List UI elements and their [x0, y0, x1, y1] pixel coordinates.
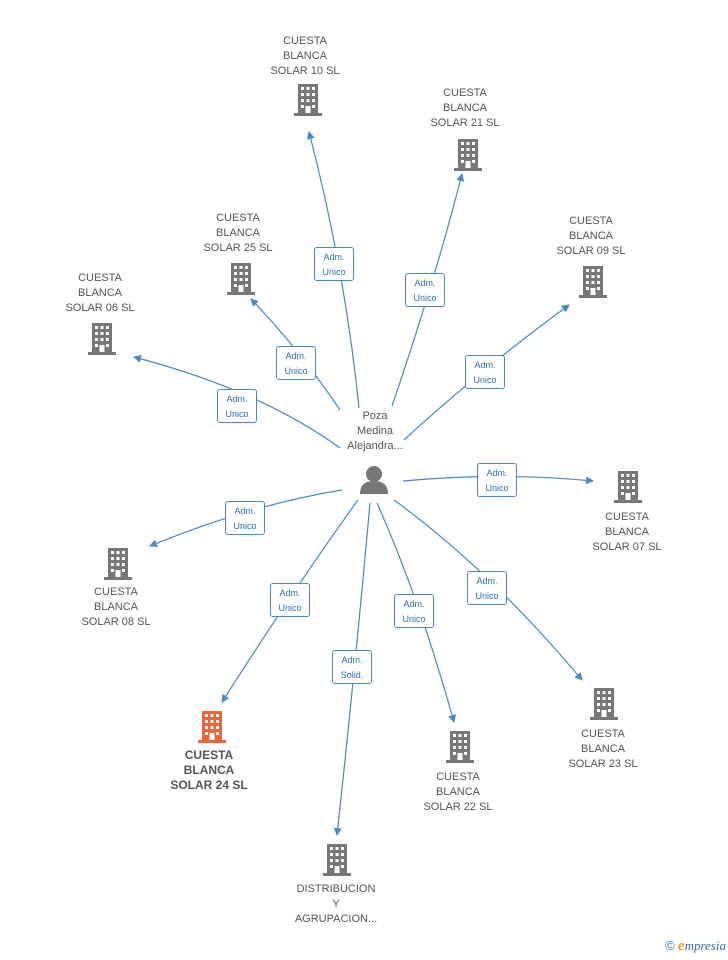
building-icon[interactable] — [454, 139, 482, 171]
relation-text: Adm. — [279, 588, 301, 598]
relation-text: Adm. — [476, 576, 498, 586]
relation-text: Adm. — [403, 599, 425, 609]
company-name-line: SOLAR 07 SL — [592, 541, 662, 553]
person-icon[interactable] — [360, 466, 388, 494]
company-label-solar25[interactable]: CUESTA BLANCA SOLAR 25 SL — [173, 211, 303, 256]
relation-text: Adm. — [486, 468, 508, 478]
company-label-solar10[interactable]: CUESTA BLANCA SOLAR 10 SL — [240, 34, 370, 79]
relation-badge-solar21[interactable]: Adm. Unico — [405, 273, 445, 307]
relation-text: Unico — [233, 521, 257, 531]
relation-text: Unico — [413, 293, 437, 303]
company-label-solar08[interactable]: CUESTA BLANCA SOLAR 08 SL — [51, 585, 181, 630]
relation-text: Adm. — [323, 252, 345, 262]
center-name-line: Poza — [362, 410, 388, 422]
company-name-line: CUESTA — [78, 272, 122, 284]
company-name-line: CUESTA — [436, 771, 480, 783]
company-name-line: CUESTA — [216, 212, 260, 224]
relation-text: Adm. — [474, 360, 496, 370]
company-name-line: BLANCA — [183, 763, 235, 777]
center-name-line: Medina — [356, 425, 394, 437]
company-name-line: SOLAR 06 SL — [65, 302, 135, 314]
company-name-line: CUESTA — [605, 511, 649, 523]
relation-text: Unico — [473, 375, 497, 385]
center-name-line: Alejandra... — [347, 440, 403, 452]
building-icon[interactable] — [104, 548, 132, 580]
relation-badge-distribucion[interactable]: Adm. Solid. — [332, 650, 372, 684]
relation-text: Adm. — [285, 351, 307, 361]
company-name-line: BLANCA — [435, 786, 481, 798]
building-icon[interactable] — [446, 731, 474, 763]
relation-badge-solar10[interactable]: Adm. Unico — [314, 247, 354, 281]
building-icon[interactable] — [198, 711, 226, 743]
relation-text: Unico — [322, 267, 346, 277]
relation-badge-solar25[interactable]: Adm. Unico — [276, 346, 316, 380]
relation-badge-solar22[interactable]: Adm. Unico — [394, 594, 434, 628]
relation-text: Unico — [402, 614, 426, 624]
company-name-line: SOLAR 09 SL — [556, 245, 626, 257]
building-icon[interactable] — [88, 323, 116, 355]
building-icon[interactable] — [579, 266, 607, 298]
company-name-line: BLANCA — [215, 227, 261, 239]
relation-badge-solar07[interactable]: Adm. Unico — [477, 463, 517, 497]
company-name-line: BLANCA — [568, 230, 614, 242]
relation-text: Adm. — [226, 394, 248, 404]
company-name-line: BLANCA — [77, 287, 123, 299]
company-name-line: BLANCA — [442, 102, 488, 114]
company-name-line: DISTRIBUCION — [296, 883, 376, 895]
relation-badge-solar24[interactable]: Adm. Unico — [270, 583, 310, 617]
company-name-line: SOLAR 23 SL — [568, 758, 638, 770]
relation-text: Unico — [485, 483, 509, 493]
company-label-solar06[interactable]: CUESTA BLANCA SOLAR 06 SL — [35, 271, 165, 316]
building-icon[interactable] — [323, 844, 351, 876]
company-name-line: SOLAR 21 SL — [430, 117, 500, 129]
company-label-solar09[interactable]: CUESTA BLANCA SOLAR 09 SL — [526, 214, 656, 259]
company-name-line: Y — [332, 898, 340, 910]
company-label-solar23[interactable]: CUESTA BLANCA SOLAR 23 SL — [538, 727, 668, 772]
company-name-line: CUESTA — [283, 35, 327, 47]
relation-text: Adm. — [234, 506, 256, 516]
relation-badge-solar09[interactable]: Adm. Unico — [465, 355, 505, 389]
company-name-line: BLANCA — [580, 743, 626, 755]
relation-text: Adm. — [341, 655, 363, 665]
building-icon[interactable] — [590, 688, 618, 720]
company-name-line: SOLAR 10 SL — [270, 65, 340, 77]
company-name-line: CUESTA — [443, 87, 487, 99]
company-name-line: CUESTA — [569, 215, 613, 227]
brand-logo-initial: e — [677, 938, 685, 954]
building-icon[interactable] — [294, 84, 322, 116]
footer-brand[interactable]: © empresia — [665, 938, 726, 955]
relation-text: Solid. — [340, 670, 364, 680]
center-person-label[interactable]: Poza Medina Alejandra... — [320, 409, 430, 454]
company-name-line: SOLAR 22 SL — [423, 801, 493, 813]
company-name-line: SOLAR 24 SL — [170, 778, 248, 792]
relation-text: Unico — [225, 409, 249, 419]
copyright-icon: © — [665, 938, 675, 953]
company-name-line: CUESTA — [94, 586, 138, 598]
relation-text: Adm. — [414, 278, 436, 288]
relation-badge-solar08[interactable]: Adm. Unico — [225, 501, 265, 535]
company-name-line: SOLAR 25 SL — [203, 242, 273, 254]
company-label-solar22[interactable]: CUESTA BLANCA SOLAR 22 SL — [393, 770, 523, 815]
company-name-line: BLANCA — [604, 526, 650, 538]
company-label-solar07[interactable]: CUESTA BLANCA SOLAR 07 SL — [562, 510, 692, 555]
company-name-line: AGRUPACION... — [294, 913, 378, 925]
building-icon[interactable] — [614, 471, 642, 503]
company-name-line: BLANCA — [282, 50, 328, 62]
company-name-line: CUESTA — [581, 728, 625, 740]
company-name-line: SOLAR 08 SL — [81, 616, 151, 628]
relation-text: Unico — [284, 366, 308, 376]
company-label-distribucion[interactable]: DISTRIBUCION Y AGRUPACION... — [271, 882, 401, 927]
brand-logo-text: mpresia — [684, 938, 726, 953]
relation-badge-solar06[interactable]: Adm. Unico — [217, 389, 257, 423]
relation-text: Unico — [278, 603, 302, 613]
relation-text: Unico — [475, 591, 499, 601]
relation-badge-solar23[interactable]: Adm. Unico — [467, 571, 507, 605]
company-label-solar21[interactable]: CUESTA BLANCA SOLAR 21 SL — [400, 86, 530, 131]
company-name-line: CUESTA — [184, 748, 234, 762]
company-name-line: BLANCA — [93, 601, 139, 613]
building-icon[interactable] — [227, 263, 255, 295]
